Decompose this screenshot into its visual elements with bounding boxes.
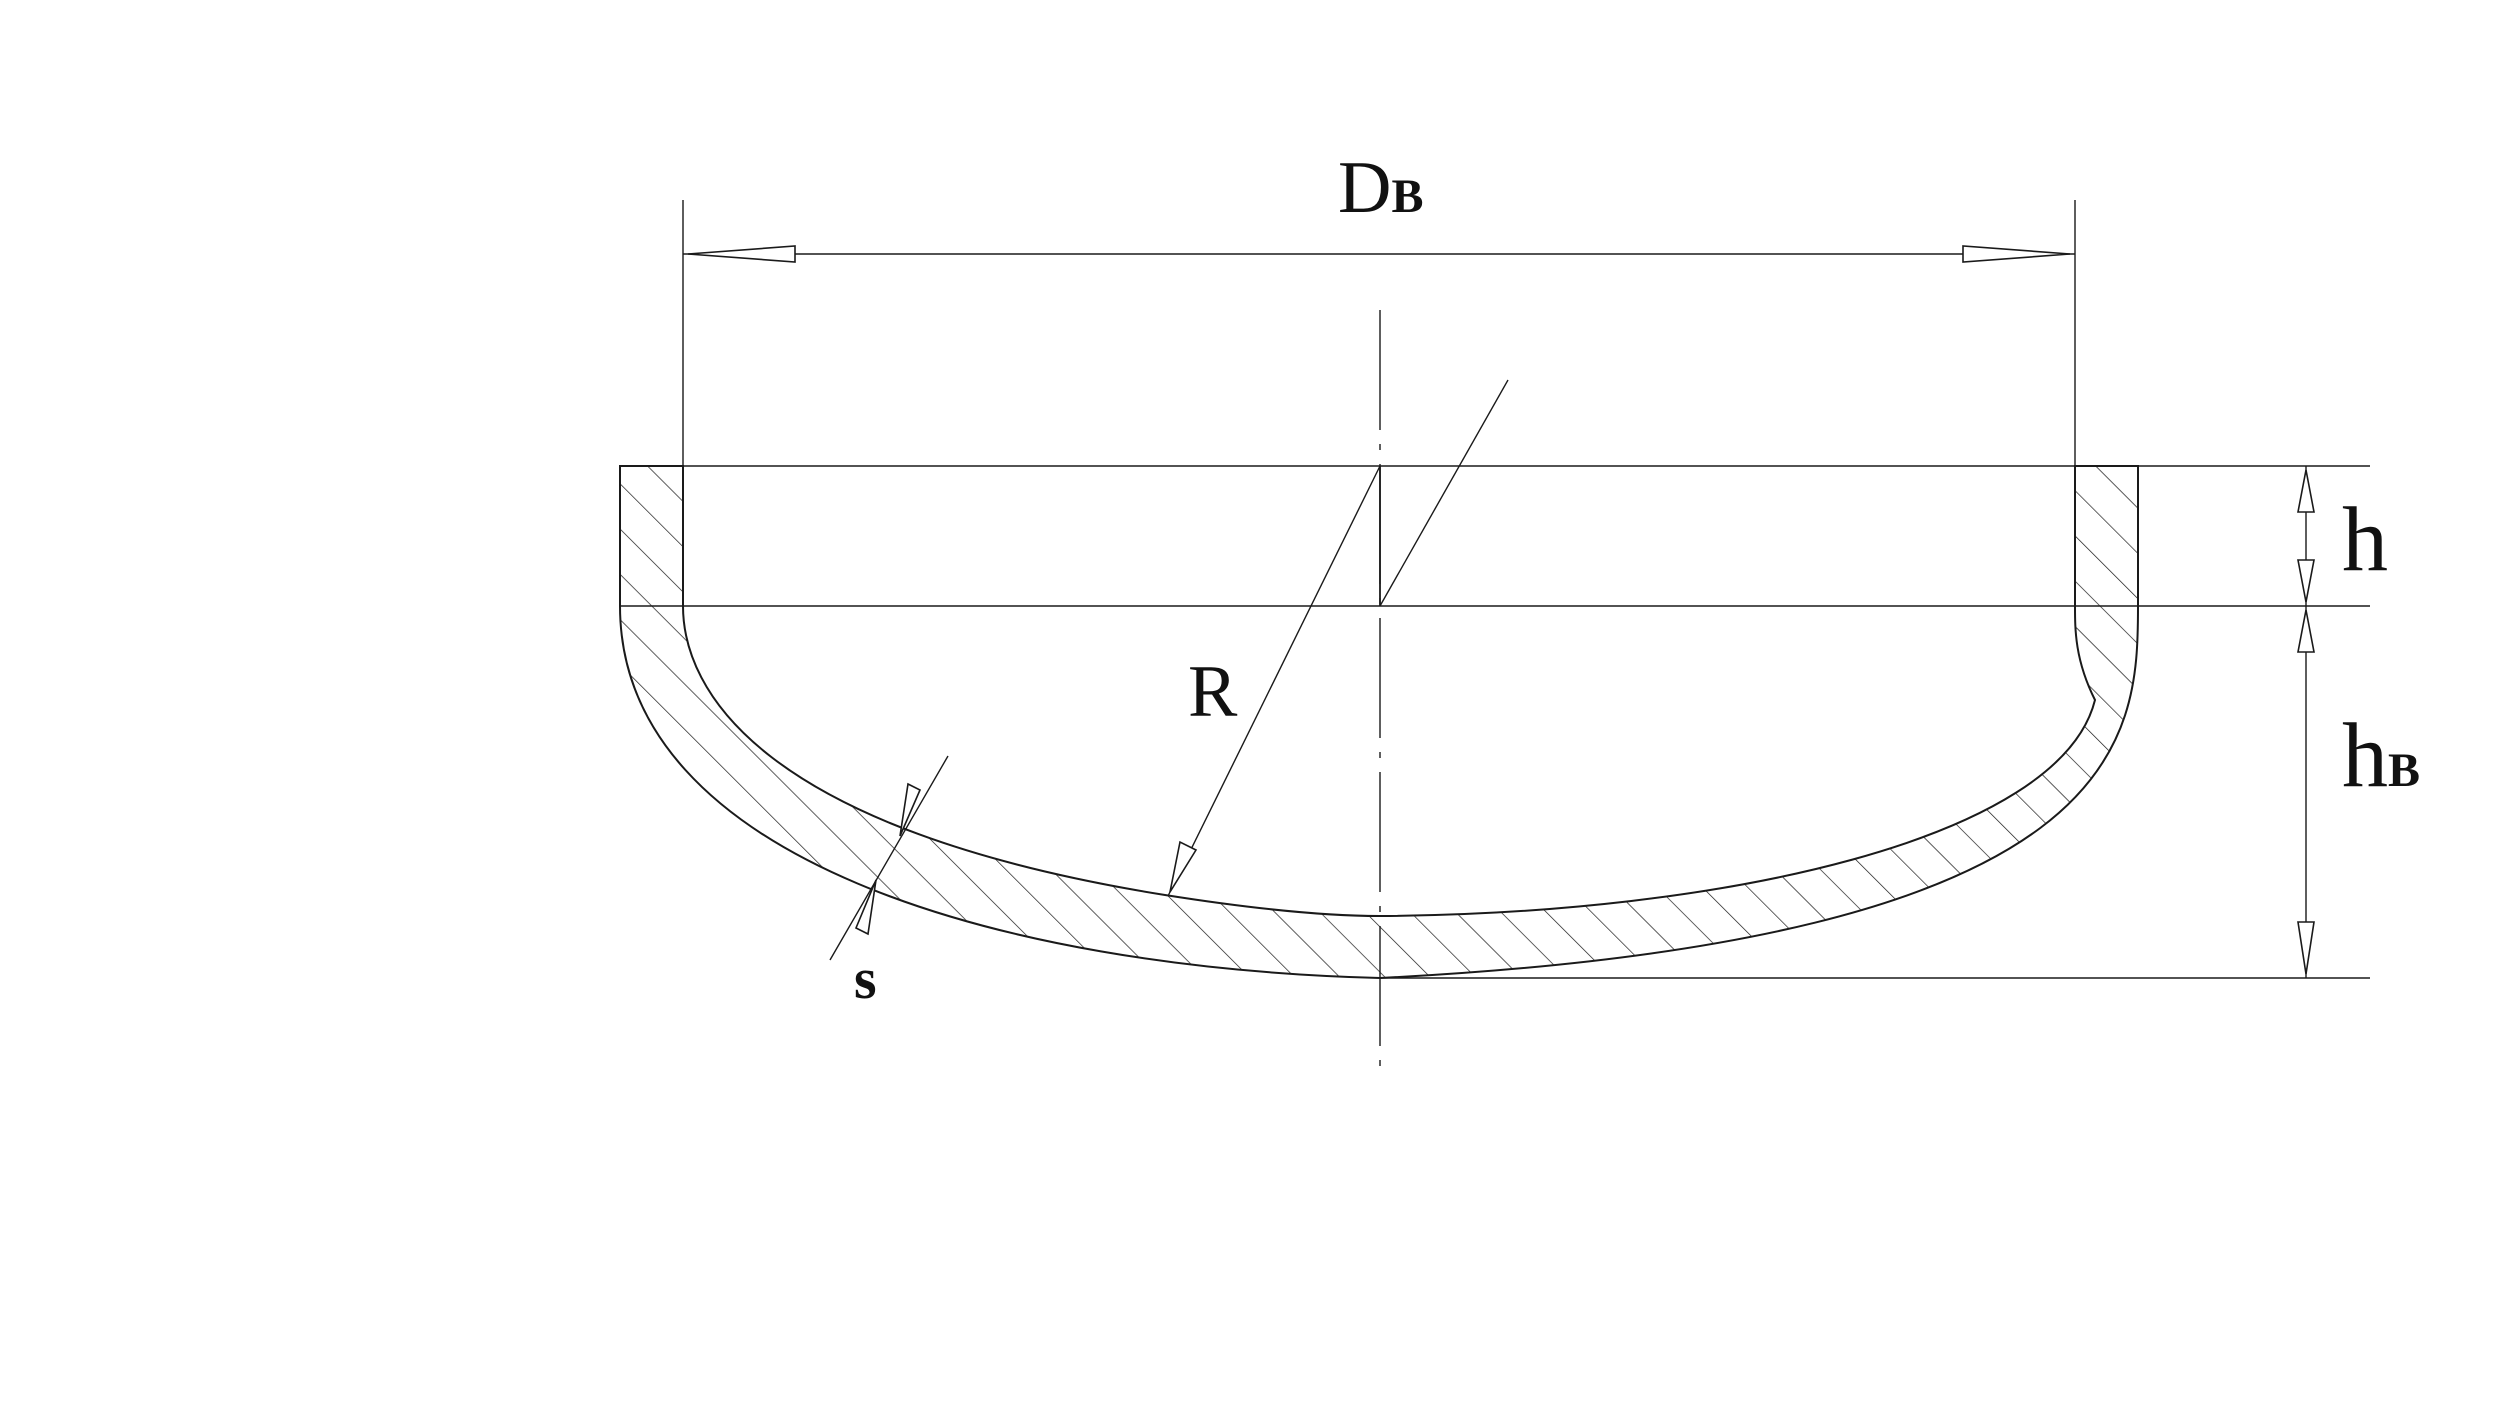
h-arrow-bottom [2297,559,2315,603]
diameter-arrow-right [1962,245,2071,263]
h-arrow-top [2297,469,2315,513]
radius-reference-line [1379,379,1509,607]
diameter-label: DB [1338,147,1423,229]
radius-label: R [1188,651,1238,733]
head-wall-section [619,465,2139,980]
radius-leader [1167,465,1381,897]
hb-arrow-top [2297,609,2315,653]
diameter-label-sub: B [1391,170,1423,223]
thickness-arrow-inner [899,782,922,837]
thickness-leader [829,755,949,961]
flange-height-label: h [2342,488,2388,590]
head-height-label: hB [2342,704,2420,806]
radius-arrow [1169,840,1198,893]
head-height-label-sub: B [2388,744,2420,797]
thickness-label: s [854,946,877,1011]
head-height-label-main: h [2342,704,2388,806]
hb-arrow-bottom [2297,921,2315,975]
thickness-arrow-outer [854,879,877,936]
diameter-label-main: D [1338,147,1391,229]
diameter-arrow-left [687,245,796,263]
